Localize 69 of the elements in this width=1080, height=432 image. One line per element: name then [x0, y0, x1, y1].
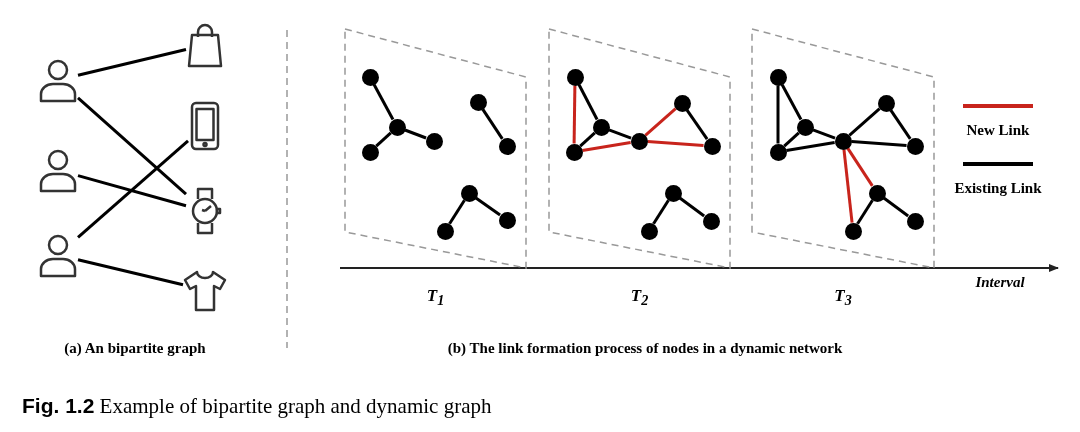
link-line [77, 96, 187, 196]
graph-node [498, 211, 516, 229]
legend-label: Existing Link [953, 180, 1043, 197]
link-line [475, 196, 501, 217]
link-line [608, 128, 632, 140]
graph-node [673, 94, 691, 112]
graph-node [566, 68, 584, 86]
link-line [652, 199, 670, 225]
link-line [842, 149, 854, 223]
link-line [582, 140, 631, 153]
time-step-label: T$_{1}$ [425, 286, 446, 310]
panel-caption: (a) An bipartite graph [63, 340, 207, 357]
link-line [404, 128, 427, 140]
link-line [647, 140, 704, 147]
link-line [856, 199, 874, 225]
link-line [375, 131, 392, 148]
link-line [685, 109, 709, 140]
link-line [77, 48, 187, 77]
graph-node [844, 222, 862, 240]
graph-node [630, 132, 648, 150]
time-step-label: T$_{3}$ [833, 286, 853, 310]
link-line [481, 108, 504, 140]
link-line [848, 107, 881, 137]
graph-node [906, 137, 924, 155]
graph-node [702, 212, 720, 230]
link-line [77, 258, 184, 287]
panel-caption: (b) The link formation process of nodes in a dynamic network [446, 340, 844, 357]
graph-node [361, 68, 379, 86]
graph-node [834, 132, 852, 150]
link-line [372, 83, 395, 121]
graph-node [361, 143, 379, 161]
graph-node [640, 222, 658, 240]
link-line [577, 83, 599, 121]
graph-node [769, 68, 787, 86]
graph-node [592, 118, 610, 136]
graph-node [498, 137, 516, 155]
graph-node [664, 184, 682, 202]
link-line [889, 109, 912, 140]
axis-label: Interval [974, 274, 1026, 291]
link-line [644, 107, 677, 137]
graph-node [436, 222, 454, 240]
graph-node [565, 143, 583, 161]
legend-label: New Link [965, 122, 1031, 139]
graph-node [796, 118, 814, 136]
graph-node [425, 132, 443, 150]
link-line [846, 147, 874, 187]
link-line [851, 140, 907, 147]
graph-node [469, 93, 487, 111]
graph-node [388, 118, 406, 136]
graph-node [868, 184, 886, 202]
link-line [812, 128, 836, 140]
link-line [882, 196, 910, 218]
link-line [77, 174, 187, 208]
graph-node [906, 212, 924, 230]
link-line [77, 139, 189, 239]
graph-node [769, 143, 787, 161]
link-line [579, 131, 596, 148]
graph-node [703, 137, 721, 155]
link-line [783, 131, 800, 148]
time-step-label: T$_{2}$ [629, 286, 650, 310]
link-line [448, 199, 466, 225]
link-line [786, 140, 835, 153]
link-line [572, 85, 577, 144]
link-line [678, 196, 706, 218]
link-line [776, 85, 780, 144]
link-line [780, 83, 803, 121]
graph-node [460, 184, 478, 202]
figure-caption: Fig. 1.2 Example of bipartite graph and dynamic graph [22, 394, 492, 419]
graph-node [877, 94, 895, 112]
